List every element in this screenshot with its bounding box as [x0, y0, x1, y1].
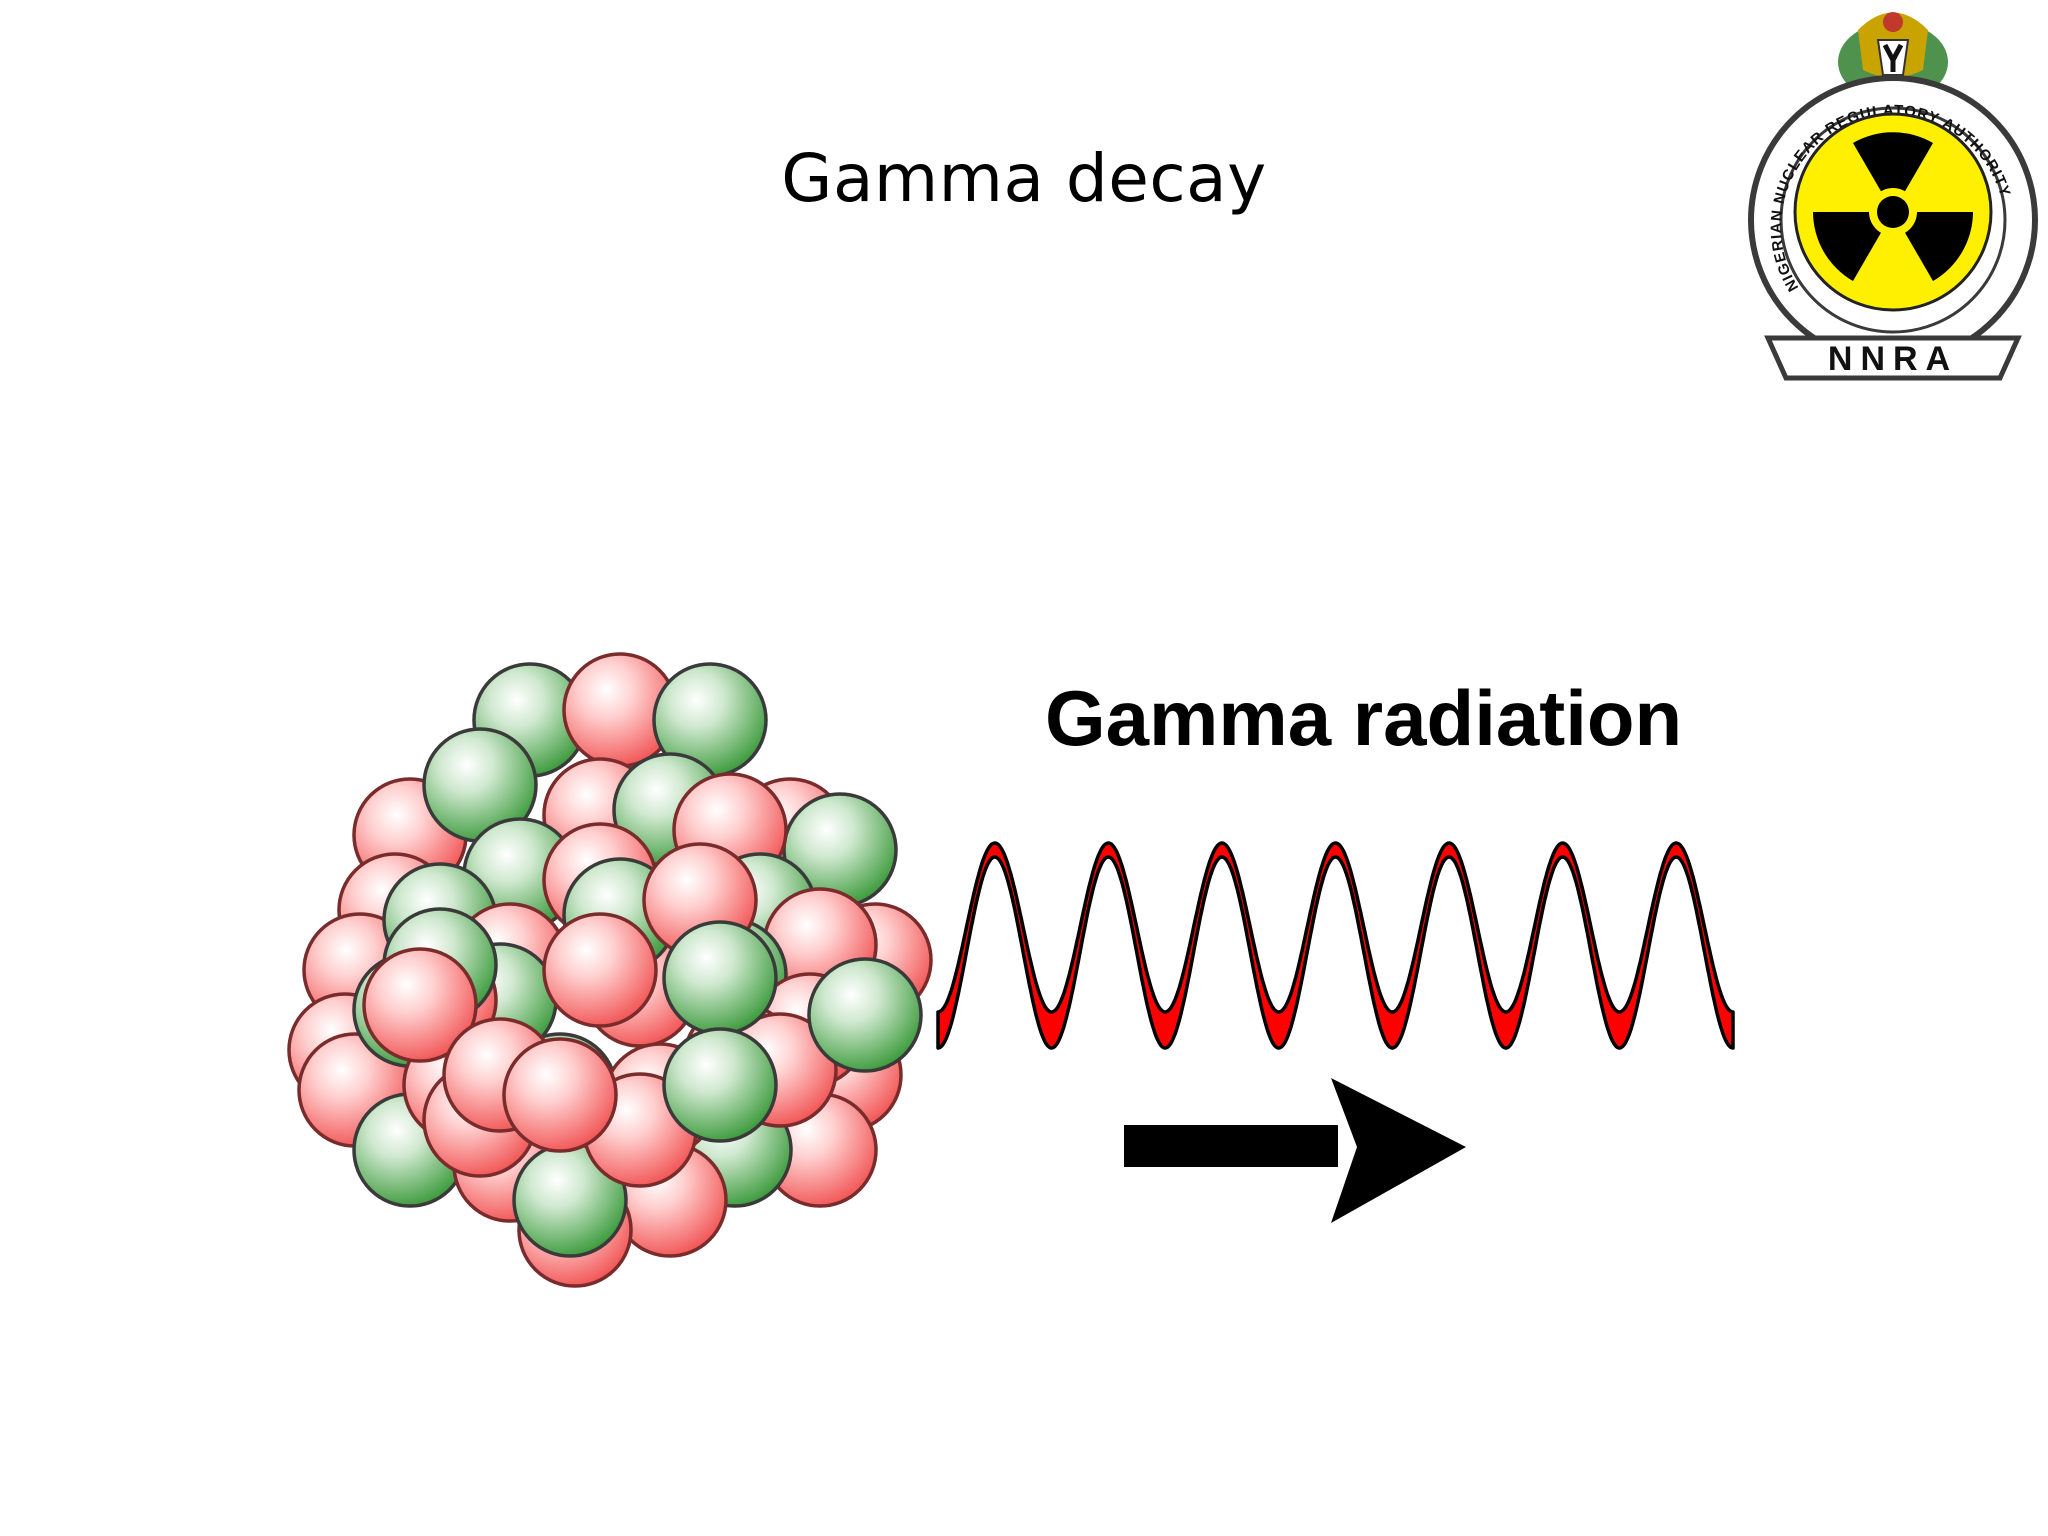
logo-acronym: NNRA — [1828, 340, 1958, 378]
neutron-ball — [662, 920, 778, 1036]
direction-arrow — [1124, 1125, 1338, 1167]
proton-ball — [362, 947, 478, 1063]
proton-ball — [502, 1037, 618, 1153]
nnra-logo: NIGERIAN NUCLEAR REGULATORY AUTHORITY NN… — [1748, 12, 2043, 386]
proton-ball — [542, 912, 658, 1028]
nucleus-cluster — [287, 652, 933, 1288]
direction-arrow-head — [1331, 1078, 1466, 1223]
slide-title: Gamma decay — [781, 140, 1267, 217]
radiation-trefoil-icon — [1793, 112, 1993, 312]
gamma-radiation-label: Gamma radiation — [1045, 674, 1682, 762]
neutron-ball — [807, 957, 923, 1073]
gamma-wave — [936, 841, 1735, 1050]
neutron-ball — [662, 1027, 778, 1143]
